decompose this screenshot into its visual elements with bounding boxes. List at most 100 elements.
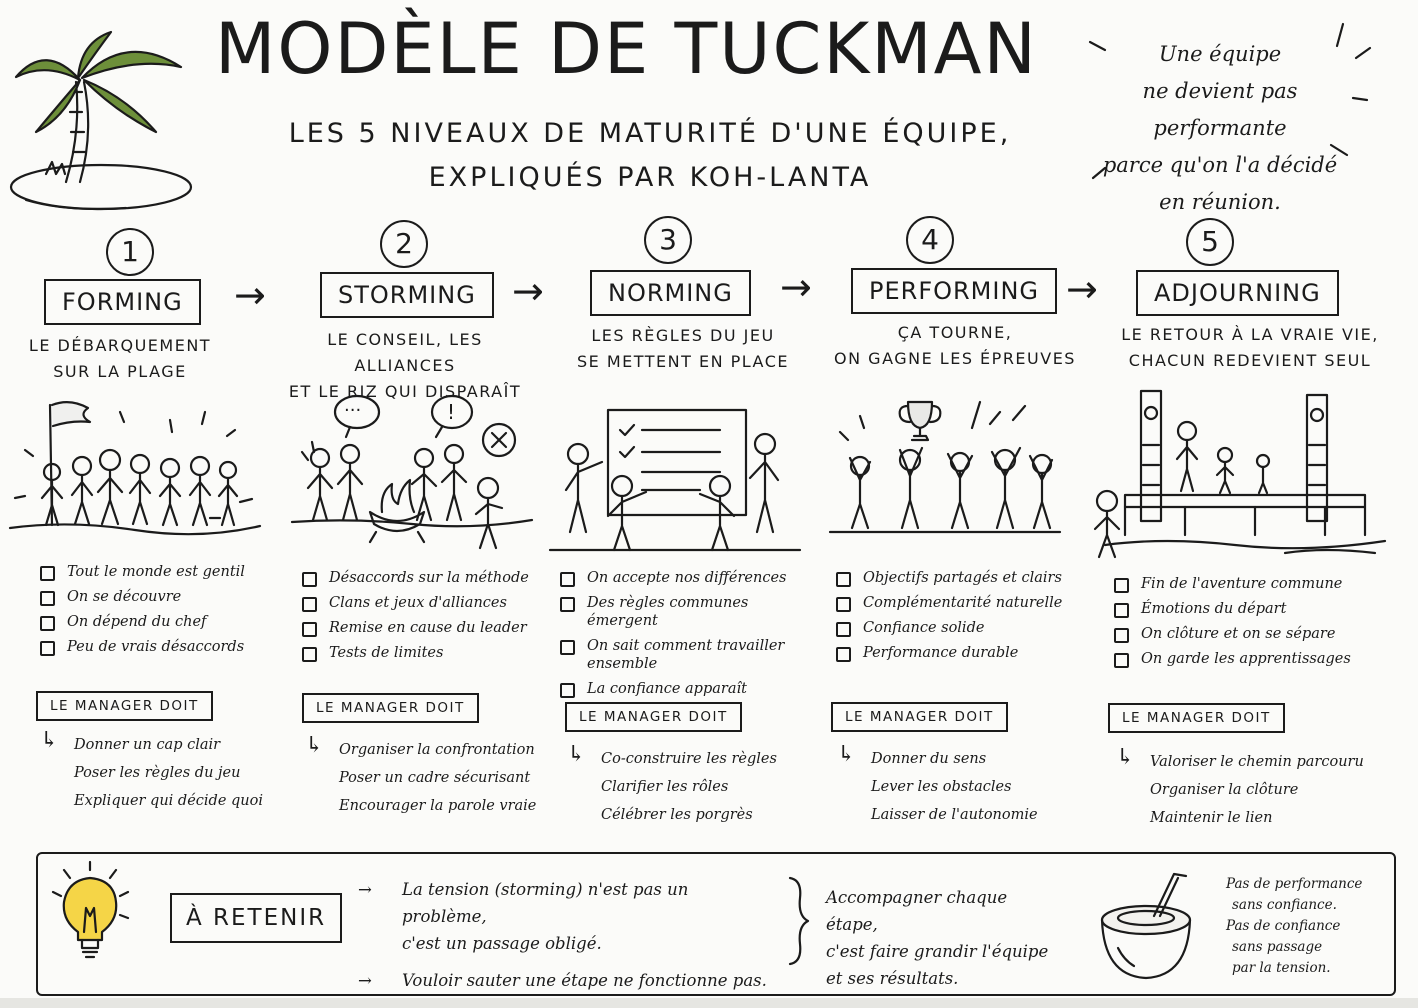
conclusion-line: et ses résultats. [826,969,959,988]
list-item: Confiance solide [836,619,1076,637]
action-item: Valoriser le chemin parcouru [1150,754,1364,770]
action-item: Lever les obstacles [871,779,1012,795]
list-item: Tout le monde est gentil [40,563,260,581]
checkbox-icon [1114,578,1129,593]
stage-2-actions: ↳ Organiser la confrontation Poser un ca… [305,733,549,820]
lightbulb-icon [51,860,130,959]
arrow-right-icon: → [512,269,544,313]
action-item: Donner du sens [871,751,987,767]
list-item-text: Complémentarité naturelle [863,595,1063,611]
list-item-text: On accepte nos différences [587,570,787,586]
list-item: Complémentarité naturelle [836,594,1076,612]
stage-4-label: PERFORMING [851,268,1058,314]
list-item-text: Remise en cause du leader [329,620,527,636]
quote-line-3: parce qu'on l'a décidé [1102,153,1338,177]
stage-4-characteristics: Objectifs partagés et clairs Complémenta… [836,569,1076,669]
checkbox-icon [560,597,575,612]
side-note-line: Pas de confiance [1226,918,1341,934]
caption-line: CHACUN REDEVIENT SEUL [1128,351,1372,370]
caption-line: ON GAGNE LES ÉPREUVES [834,349,1076,368]
list-item-text: On sait comment travailler ensemble [587,638,785,672]
hook-arrow-icon: ↳ [305,733,324,758]
svg-text:!: ! [447,400,455,424]
quote-line-4: en réunion. [1159,190,1281,214]
checkbox-icon [302,622,317,637]
arrow-right-icon: → [358,880,372,899]
checkbox-icon [40,566,55,581]
bottom-strip [0,998,1418,1008]
trophy-celebration-illustration [828,400,1062,534]
checkbox-icon [836,572,851,587]
stage-3-manager-label: LE MANAGER DOIT [565,702,742,732]
side-note-line: sans passage [1232,939,1323,955]
list-item: Clans et jeux d'alliances [302,594,542,612]
stage-5-characteristics: Fin de l'aventure commune Émotions du dé… [1114,575,1374,675]
header-quote: Une équipe ne devient pas performante pa… [1085,36,1355,221]
caption-line: LE RETOUR À LA VRAIE VIE, [1121,325,1379,344]
stage-5-actions: ↳ Valoriser le chemin parcouru Organiser… [1116,745,1390,832]
list-item: Remise en cause du leader [302,619,542,637]
side-note-line: par la tension. [1232,960,1331,976]
list-item: On dépend du chef [40,613,260,631]
list-item-text: Tests de limites [329,645,444,661]
list-item: Objectifs partagés et clairs [836,569,1076,587]
checkbox-icon [302,597,317,612]
stage-5-caption: LE RETOUR À LA VRAIE VIE, CHACUN REDEVIE… [1115,322,1385,374]
checkbox-icon [40,591,55,606]
takeaway-text: c'est un passage obligé. [402,934,602,953]
list-item: Tests de limites [302,644,542,662]
list-item-text: La confiance apparaît [587,681,747,697]
stage-4-caption: ÇA TOURNE, ON GAGNE LES ÉPREUVES [830,320,1080,372]
stage-5-number: 5 [1186,218,1234,266]
stage-5-manager-label: LE MANAGER DOIT [1108,703,1285,733]
curly-brace-icon [788,876,810,966]
checkbox-icon [1114,603,1129,618]
takeaway-points: → La tension (storming) n'est pas un pro… [358,876,778,994]
quote-emphasis-marks-icon [1088,22,1372,180]
list-item-text: On clôture et on se sépare [1141,626,1336,642]
list-item: La confiance apparaît [560,680,800,698]
list-item-text: Performance durable [863,645,1019,661]
palm-island-illustration [9,30,193,211]
hook-arrow-icon: ↳ [837,742,856,767]
arrow-right-icon: → [358,971,372,990]
action-item: Maintenir le lien [1150,810,1273,826]
caption-line: SUR LA PLAGE [53,362,187,381]
list-item: On sait comment travailler ensemble [560,637,800,673]
takeaway-panel [36,852,1396,996]
stage-3-label: NORMING [590,270,751,316]
stage-4-number: 4 [906,216,954,264]
stage-1-actions: ↳ Donner un cap clair Poser les règles d… [40,728,274,815]
list-item: On accepte nos différences [560,569,800,587]
caption-line: LES RÈGLES DU JEU [591,326,775,345]
list-item: On garde les apprentissages [1114,650,1374,668]
action-item: Donner un cap clair [74,737,221,753]
checkbox-icon [836,647,851,662]
coconut-drink-icon [1100,872,1192,980]
quote-line-2: ne devient pas performante [1142,79,1298,140]
checkbox-icon [40,641,55,656]
list-item-text: On garde les apprentissages [1141,651,1351,667]
action-item: Poser un cadre sécurisant [339,770,531,786]
action-item: Poser les règles du jeu [74,765,241,781]
stage-1-characteristics: Tout le monde est gentil On se découvre … [40,563,260,663]
caption-line: LE DÉBARQUEMENT [28,336,212,355]
conclusion-line: Accompagner chaque étape, [826,888,1008,934]
checkbox-icon [836,622,851,637]
list-item: Désaccords sur la méthode [302,569,542,587]
takeaway-text: Vouloir sauter une étape ne fonctionne p… [402,971,767,990]
stage-2-manager-label: LE MANAGER DOIT [302,693,479,723]
pontoon-totems-illustration [1093,389,1387,559]
list-item-text: Clans et jeux d'alliances [329,595,507,611]
checkbox-icon [302,572,317,587]
checkbox-icon [1114,628,1129,643]
action-item: Organiser la confrontation [339,742,535,758]
caption-line: SE METTENT EN PLACE [576,352,789,371]
action-item: Laisser de l'autonomie [871,807,1038,823]
council-fire-illustration: ··· ! [290,394,534,550]
list-item-text: Confiance solide [863,620,985,636]
arrow-right-icon: → [780,265,812,309]
stage-2-characteristics: Désaccords sur la méthode Clans et jeux … [302,569,542,669]
list-item: Performance durable [836,644,1076,662]
action-item: Co-construire les règles [601,751,777,767]
